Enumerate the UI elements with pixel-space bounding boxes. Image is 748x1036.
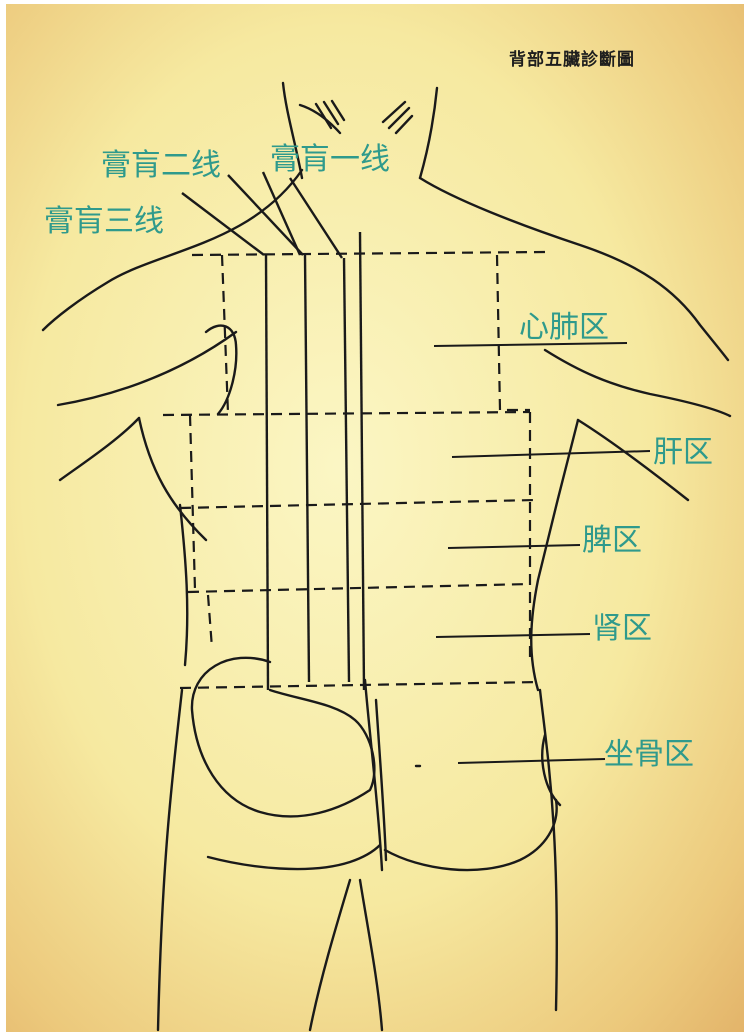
line-1-leader bbox=[290, 178, 342, 258]
left-torso-side bbox=[139, 418, 206, 540]
zone-line-kidney-top bbox=[188, 584, 530, 592]
line-2-vertical bbox=[305, 255, 309, 682]
right-hip bbox=[540, 690, 557, 1010]
right-hip-mark bbox=[542, 735, 560, 805]
line-2-leader bbox=[228, 175, 303, 255]
cleft-2 bbox=[376, 700, 386, 860]
gluteal-fold-left bbox=[208, 845, 380, 869]
left-arm-line bbox=[58, 332, 236, 405]
label-line-2: 膏肓二线 bbox=[101, 151, 221, 181]
left-waist bbox=[180, 505, 187, 665]
left-shoulder bbox=[43, 170, 302, 330]
diagram-title: 背部五臟診斷圖 bbox=[509, 45, 635, 70]
leg-inner-right bbox=[360, 880, 382, 1030]
spine-line bbox=[360, 232, 364, 690]
meridian-lines bbox=[182, 172, 364, 690]
right-chest-curve bbox=[545, 350, 730, 416]
liver-leader bbox=[452, 451, 650, 457]
line-3-vertical bbox=[266, 255, 268, 690]
left-hip bbox=[158, 690, 182, 1030]
leg-inner-left bbox=[310, 880, 350, 1030]
line-1-vertical bbox=[344, 258, 349, 682]
label-liver-zone: 肝区 bbox=[653, 438, 713, 468]
spleen-leader bbox=[448, 545, 580, 548]
label-heart-lung-zone: 心肺区 bbox=[519, 313, 609, 343]
sciatic-leader bbox=[458, 759, 605, 763]
zone-line-kidney-left bbox=[208, 595, 212, 648]
zone-line-spleen-top bbox=[180, 500, 535, 508]
left-buttock bbox=[192, 658, 374, 817]
ear-right-lines bbox=[383, 102, 412, 133]
zone-boundaries bbox=[163, 252, 545, 688]
left-elbow bbox=[206, 326, 236, 414]
label-line-1: 膏肓一线 bbox=[270, 145, 390, 175]
left-torso-top bbox=[60, 418, 139, 480]
label-spleen-zone: 脾区 bbox=[582, 526, 642, 556]
neck-right bbox=[420, 88, 437, 178]
right-waist bbox=[531, 420, 578, 690]
cleft bbox=[365, 680, 382, 870]
zone-line-heart-left bbox=[222, 255, 228, 413]
zone-line-top bbox=[192, 252, 545, 255]
zone-line-mid-left bbox=[190, 415, 195, 590]
right-buttock bbox=[385, 800, 557, 870]
label-line-3: 膏肓三线 bbox=[44, 207, 164, 237]
label-kidney-zone: 肾区 bbox=[592, 614, 652, 644]
zone-line-bottom bbox=[180, 682, 540, 688]
label-sciatic-zone: 坐骨区 bbox=[604, 740, 694, 770]
kidney-leader bbox=[436, 634, 590, 637]
